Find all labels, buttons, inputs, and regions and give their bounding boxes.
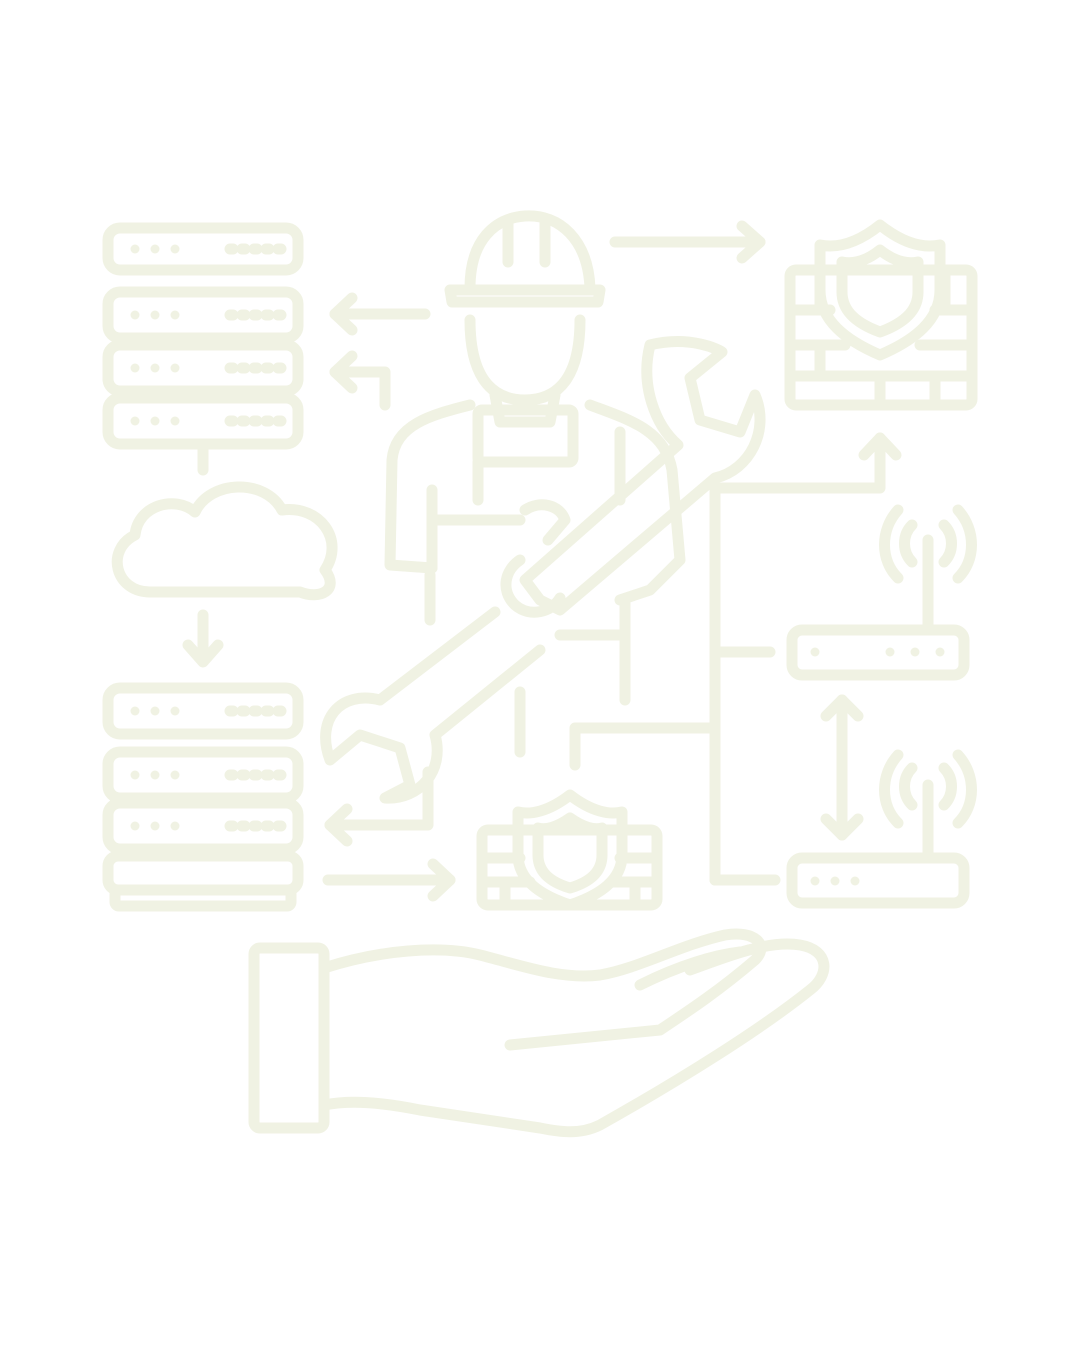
technician-hard-hat-icon [384, 210, 686, 758]
firewall-shield-icon [476, 789, 663, 911]
arrow-right-icon [322, 858, 456, 902]
server-leds [130, 244, 180, 426]
cloud-icon [111, 481, 338, 601]
double-arrow-icon [820, 694, 864, 841]
network-connector-lines [569, 646, 781, 886]
server-rack-top-icon [102, 222, 304, 450]
arrow-right-icon [609, 220, 766, 264]
server-drive-slots [224, 705, 288, 832]
arrow-left-icon [329, 292, 431, 336]
open-hand-icon [248, 928, 830, 1138]
wireless-router-icon [786, 749, 977, 909]
server-drive-slots [224, 243, 288, 427]
arrow-down-icon [182, 609, 224, 668]
firewall-shield-icon [784, 219, 978, 411]
arrow-left-elbow-icon [329, 350, 391, 411]
wireless-router-icon [786, 504, 977, 681]
wrench-icon [320, 336, 766, 804]
server-rack-bottom-icon [102, 682, 304, 912]
arrow-up-elbow-icon [709, 432, 902, 661]
server-leds [130, 706, 180, 831]
arrow-left-elbow-icon [324, 766, 434, 847]
